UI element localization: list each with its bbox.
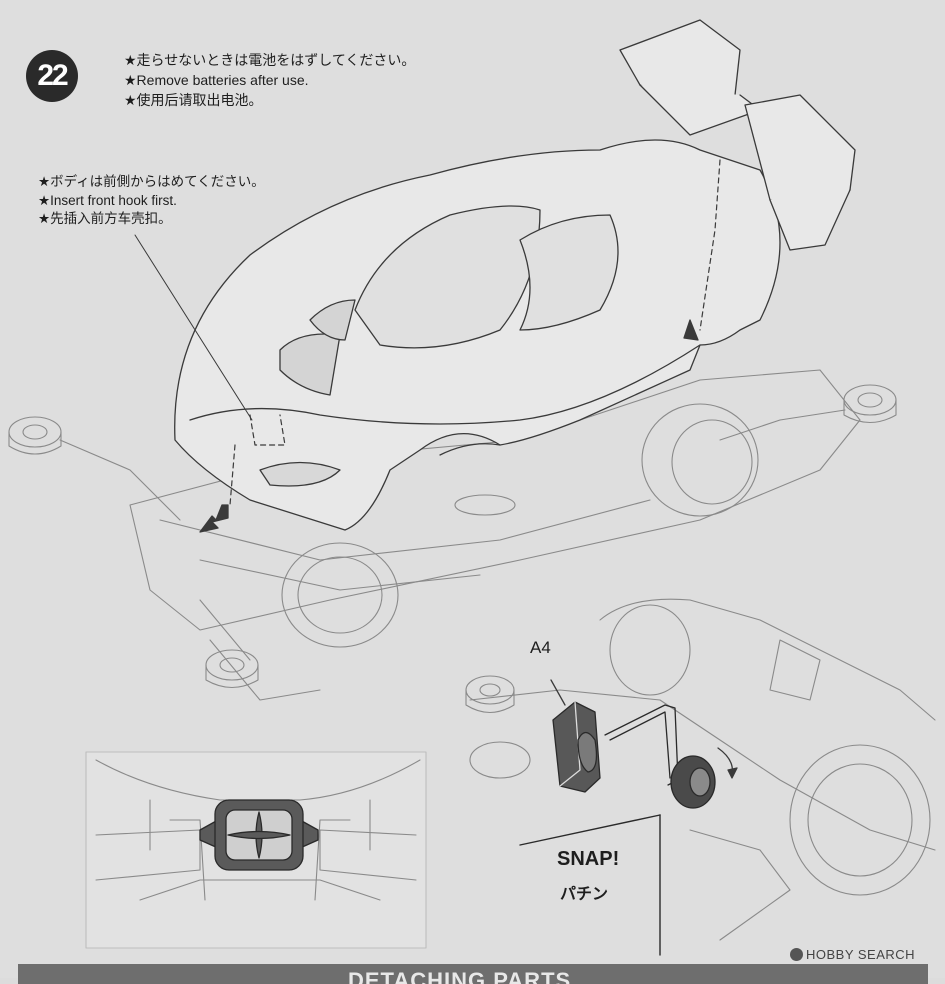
note-line-jp: ★走らせないときは電池をはずしてください。 xyxy=(124,52,416,68)
inset-rear-detail xyxy=(465,598,936,941)
insert-front-hook-note: ★ボディは前側からはめてください。 ★Insert front hook fir… xyxy=(38,173,265,229)
roller-front-left xyxy=(8,416,62,455)
note-line-cn: ★使用后请取出电池。 xyxy=(124,92,263,108)
section-header-bar: DETACHING PARTS xyxy=(18,964,928,984)
remove-batteries-note: ★走らせないときは電池をはずしてください。 ★Remove batteries … xyxy=(124,50,415,110)
car-body-drawing xyxy=(174,19,856,531)
part-label-a4: A4 xyxy=(530,638,551,657)
hex-wrench-drawing xyxy=(604,704,679,786)
note-line-cn: ★先插入前方车壳扣。 xyxy=(38,211,172,226)
front-wheel-left xyxy=(281,542,399,648)
section-header-title: DETACHING PARTS xyxy=(348,968,572,984)
note-line-jp: ★ボディは前側からはめてください。 xyxy=(38,174,265,189)
gear-drawing xyxy=(670,747,738,809)
leader-line xyxy=(134,234,253,421)
rear-wheel-right xyxy=(641,403,759,517)
snap-label: SNAP! xyxy=(557,848,620,870)
roller-front-bottom xyxy=(205,649,259,689)
insert-arrows xyxy=(229,159,721,506)
watermark-text: HOBBY SEARCH xyxy=(806,947,916,962)
arrow-front xyxy=(199,504,229,533)
step-number-badge: 22 xyxy=(26,50,78,102)
part-a4-drawing xyxy=(550,679,601,793)
watermark-logo-icon xyxy=(790,948,803,961)
note-line-en: ★Remove batteries after use. xyxy=(124,72,309,88)
note-line-en: ★Insert front hook first. xyxy=(38,192,177,208)
front-hook-part xyxy=(199,799,319,871)
snap-leader-line xyxy=(519,814,661,846)
snap-label-jp: パチン xyxy=(560,886,609,903)
roller-rear-right xyxy=(843,384,897,424)
arrow-rear xyxy=(683,319,699,341)
watermark: HOBBY SEARCH xyxy=(790,947,915,962)
